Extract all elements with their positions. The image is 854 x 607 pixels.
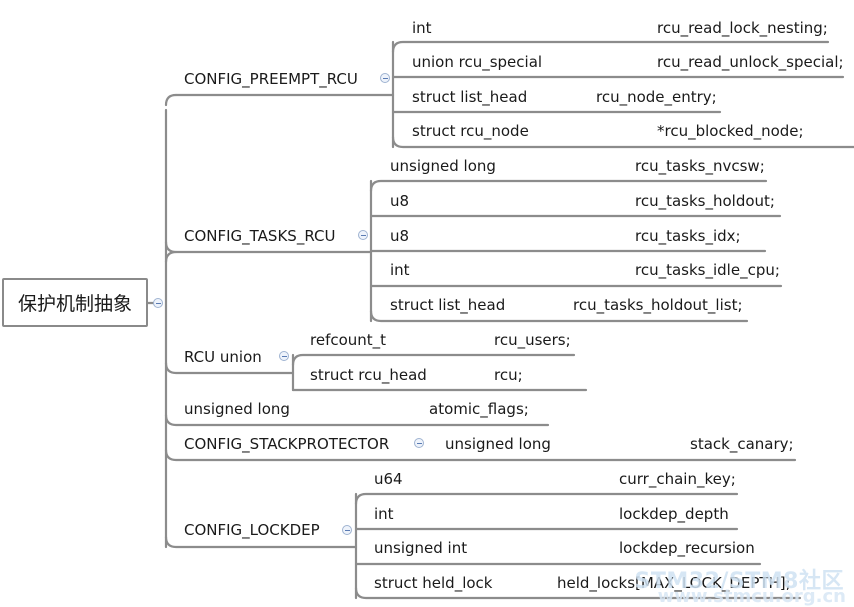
field-type: struct list_head [412,88,528,106]
field-name: lockdep_depth [619,505,729,523]
root-node[interactable]: 保护机制抽象 [2,278,148,327]
field-name: rcu_tasks_idx; [635,227,741,245]
atomic-flags-name: atomic_flags; [429,400,529,418]
field-name: rcu_tasks_holdout; [635,192,775,210]
field-name: rcu_read_unlock_special; [657,53,844,71]
field-type: unsigned long [390,157,496,175]
field-type: u8 [390,227,410,245]
watermark-url: www.stmcu.org.cn [657,586,846,607]
field-name: rcu_read_lock_nesting; [657,19,828,37]
field-type: unsigned long [445,435,551,453]
field-name: stack_canary; [690,435,794,453]
stackprotector-collapse-toggle[interactable] [414,438,424,448]
rcu-union-collapse-toggle[interactable] [279,351,289,361]
field-name: lockdep_recursion [619,539,755,557]
field-name: rcu_tasks_nvcsw; [635,157,765,175]
root-collapse-toggle[interactable] [153,298,163,308]
lockdep-collapse-toggle[interactable] [342,525,352,535]
field-type: int [374,505,394,523]
field-name: rcu_users; [494,331,571,349]
watermark-title: STM32/STM8社区 [634,569,844,594]
group-rcu-union-label[interactable]: RCU union [184,348,262,366]
group-preempt-rcu-label[interactable]: CONFIG_PREEMPT_RCU [184,70,358,88]
group-tasks-rcu-label[interactable]: CONFIG_TASKS_RCU [184,227,336,245]
group-stackprotector-label[interactable]: CONFIG_STACKPROTECTOR [184,435,390,453]
field-type: struct list_head [390,296,506,314]
field-name: *rcu_blocked_node; [657,122,804,140]
field-type: u8 [390,192,410,210]
field-type: refcount_t [310,331,387,349]
field-name: held_locks[MAX_LOCK_DEPTH]; [557,574,791,592]
group-lockdep-label[interactable]: CONFIG_LOCKDEP [184,521,320,539]
preempt-rcu-collapse-toggle[interactable] [380,73,390,83]
field-type: u64 [374,470,403,488]
field-type: struct rcu_head [310,366,427,384]
field-name: curr_chain_key; [619,470,736,488]
field-type: union rcu_special [412,53,543,71]
field-type: int [390,261,410,279]
tasks-rcu-collapse-toggle[interactable] [358,230,368,240]
field-name: rcu_tasks_holdout_list; [573,296,743,314]
field-name: rcu_tasks_idle_cpu; [635,261,780,279]
field-type: int [412,19,432,37]
field-type: struct rcu_node [412,122,529,140]
root-label: 保护机制抽象 [17,293,132,315]
field-name: rcu_node_entry; [596,88,717,106]
group-unsigned-long-label[interactable]: unsigned long [184,400,290,418]
field-type: unsigned int [374,539,468,557]
field-name: rcu; [494,366,523,384]
field-type: struct held_lock [374,574,493,592]
